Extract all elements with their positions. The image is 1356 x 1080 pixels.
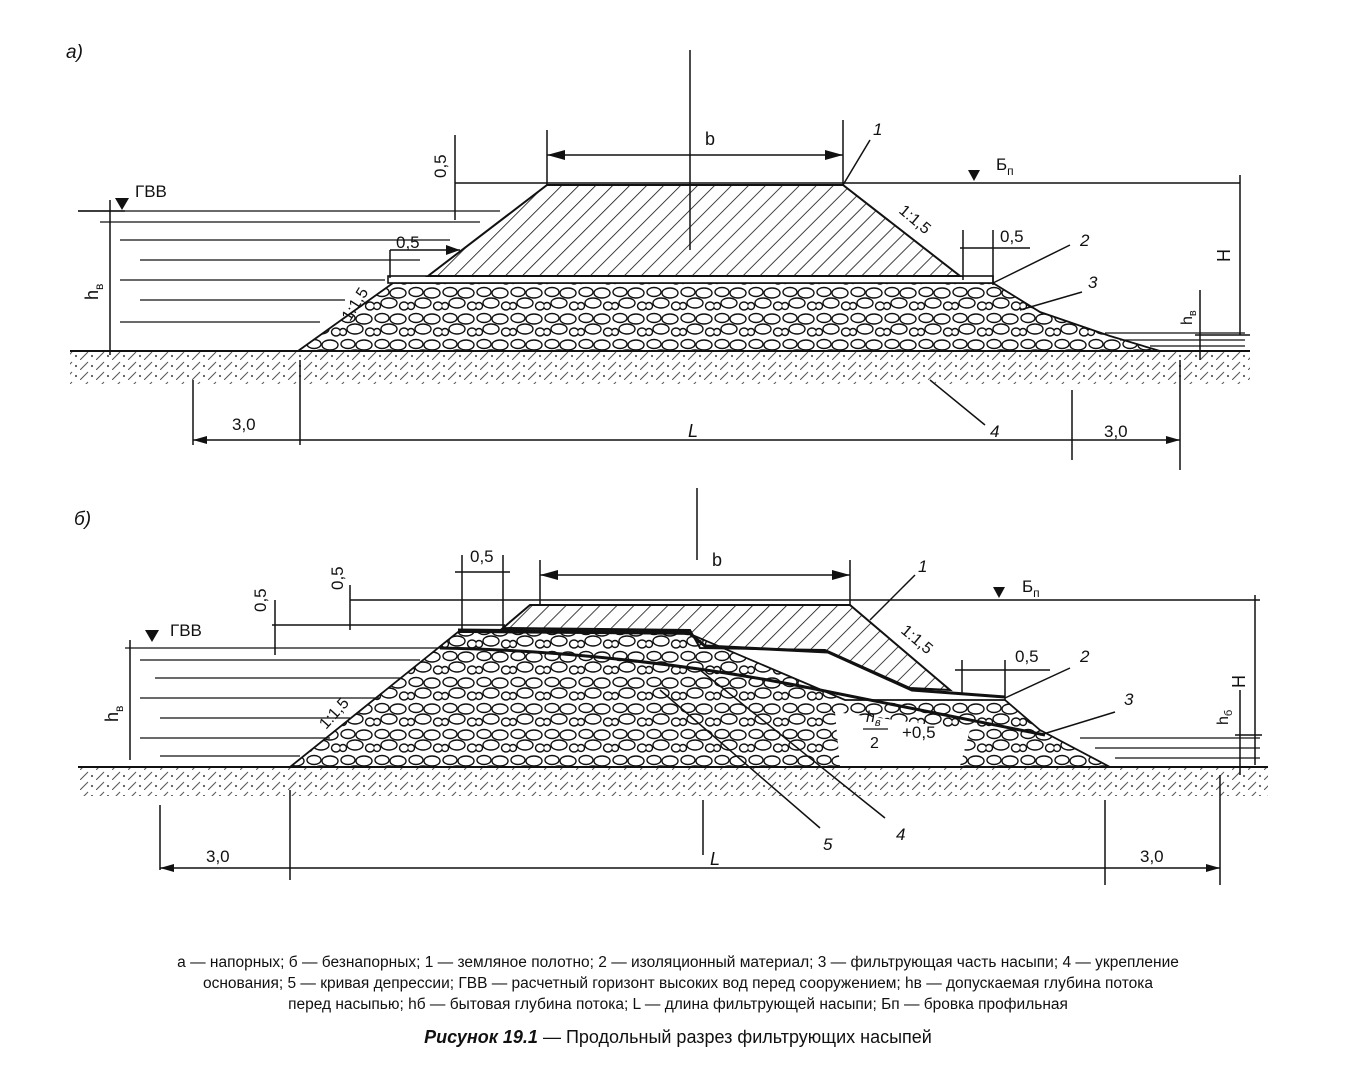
dim-L-a: L bbox=[688, 421, 698, 441]
insulation-layer-a bbox=[387, 275, 994, 284]
legend: а — напорных; б — безнапорных; 1 — земля… bbox=[40, 952, 1316, 1015]
legend-line-3: перед насыпью; hб — бытовая глубина пото… bbox=[288, 996, 1068, 1013]
water-upstream-b bbox=[125, 647, 440, 757]
depression-zone-b bbox=[835, 712, 970, 766]
legend-line-2: основания; 5 — кривая депрессии; ГВВ — р… bbox=[203, 975, 1153, 992]
diagram-b: б) bbox=[74, 488, 1268, 885]
insulation-layer-b bbox=[457, 628, 1006, 699]
dim-30-left-a: 3,0 bbox=[232, 415, 256, 434]
ground-base-a bbox=[70, 350, 1250, 384]
dim-30-right-b: 3,0 bbox=[1140, 847, 1164, 866]
num-3-b: 3 bbox=[1124, 690, 1134, 709]
svg-text:+0,5: +0,5 bbox=[902, 723, 936, 742]
num-3-a: 3 bbox=[1088, 273, 1098, 292]
dim-L-b: L bbox=[710, 849, 720, 869]
gvv-label-a: ГВВ bbox=[135, 182, 167, 201]
dim-05-right-a: 0,5 bbox=[1000, 227, 1024, 246]
svg-text:hв: hв bbox=[1179, 310, 1199, 325]
dim-30-left-b: 3,0 bbox=[206, 847, 230, 866]
dim-05-left-a: 0,5 bbox=[396, 233, 420, 252]
dim-05-top-a: 0,5 bbox=[431, 154, 450, 178]
svg-text:2: 2 bbox=[870, 735, 879, 752]
dim-b-b: b bbox=[712, 550, 722, 570]
H-label-b: H bbox=[1229, 675, 1249, 688]
num-1-b: 1 bbox=[918, 557, 927, 576]
H-label-a: H bbox=[1214, 249, 1234, 262]
water-upstream-a bbox=[78, 210, 500, 323]
num-1-a: 1 bbox=[873, 120, 882, 139]
num-5-b: 5 bbox=[823, 835, 833, 854]
diagram-a: а) bbox=[66, 42, 1250, 470]
brovka-label-b: Бп bbox=[1022, 577, 1040, 600]
hv-right-label-a: hв bbox=[1179, 310, 1199, 325]
svg-text:hв: hв bbox=[82, 284, 106, 300]
ground-base-b bbox=[78, 766, 1268, 796]
water-downstream-a bbox=[1105, 332, 1245, 347]
depression-formula-b: hв 2 +0,5 bbox=[863, 709, 936, 752]
panel-label-b: б) bbox=[74, 509, 91, 530]
svg-text:hв: hв bbox=[866, 709, 881, 729]
figure-title-prefix: Рисунок 19.1 bbox=[424, 1027, 538, 1047]
legend-line-1: а — напорных; б — безнапорных; 1 — земля… bbox=[177, 954, 1179, 971]
dim-30-right-a: 3,0 bbox=[1104, 422, 1128, 441]
num-2-b: 2 bbox=[1079, 647, 1090, 666]
dim-05-c-b: 0,5 bbox=[470, 547, 494, 566]
dim-05-right-b: 0,5 bbox=[1015, 647, 1039, 666]
hv-label-a: hв bbox=[82, 284, 106, 300]
arrowheads-b bbox=[145, 570, 1220, 872]
num-4-a: 4 bbox=[990, 422, 999, 441]
panel-label-a: а) bbox=[66, 42, 83, 63]
svg-text:hв: hв bbox=[102, 706, 126, 722]
dim-b-a: b bbox=[705, 129, 715, 149]
water-downstream-b bbox=[1080, 737, 1260, 759]
depression-curve-b bbox=[439, 646, 1046, 737]
gvv-label-b: ГВВ bbox=[170, 621, 202, 640]
earth-embankment-a bbox=[425, 184, 963, 277]
brovka-label-a: Бп bbox=[996, 155, 1014, 178]
dim-05-a-b: 0,5 bbox=[251, 588, 270, 612]
hb-label-b: hб bbox=[1215, 710, 1235, 725]
rockfill-b bbox=[287, 631, 1111, 768]
num-4-b: 4 bbox=[896, 825, 905, 844]
figure-title-text: — Продольный разрез фильтрующих насыпей bbox=[537, 1027, 932, 1047]
svg-text:hб: hб bbox=[1215, 710, 1235, 725]
num-2-a: 2 bbox=[1079, 231, 1090, 250]
arrowheads-a bbox=[115, 150, 1180, 444]
hv-label-b: hв bbox=[102, 706, 126, 722]
dimension-lines-b bbox=[129, 488, 1262, 885]
figure-title: Рисунок 19.1 — Продольный разрез фильтру… bbox=[40, 1027, 1316, 1048]
rockfill-a bbox=[295, 282, 1161, 352]
dim-05-b-b: 0,5 bbox=[328, 566, 347, 590]
